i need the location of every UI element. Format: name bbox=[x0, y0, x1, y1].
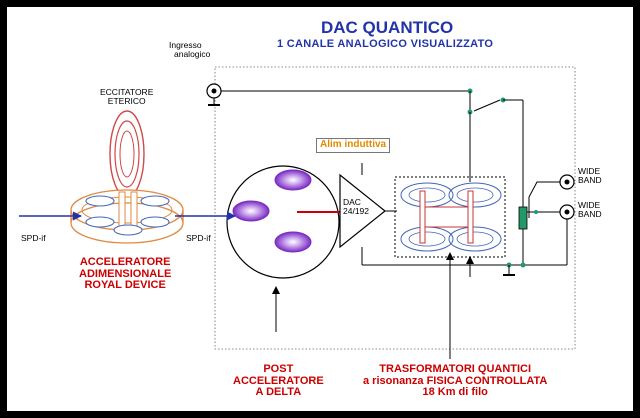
alim-induttiva-label: Alim induttiva bbox=[316, 138, 391, 153]
accelerator-label-line3: ROYAL DEVICE bbox=[84, 279, 166, 292]
analog-input-label-line1: Ingresso bbox=[169, 40, 202, 50]
spdif-input-label: SPD-if bbox=[21, 233, 46, 243]
analog-input-label: Ingresso analogico bbox=[169, 41, 210, 59]
wide-band-wire-1 bbox=[528, 181, 560, 218]
wide-band-label-1-line1: WIDE bbox=[578, 166, 601, 176]
post-accelerator-label-line2: ACCELERATORE bbox=[233, 374, 324, 387]
quantum-transformers bbox=[400, 182, 502, 252]
selector-switch bbox=[473, 97, 524, 207]
dac-block bbox=[339, 173, 386, 249]
post-accelerator-label-line1: POST bbox=[263, 363, 294, 375]
wide-band-label-1: WIDE BAND bbox=[578, 167, 602, 185]
wide-band-label-2: WIDE BAND bbox=[578, 201, 602, 219]
exciter-label: ECCITATORE ETERICO bbox=[100, 88, 153, 106]
accelerator-device bbox=[70, 189, 184, 244]
post-accelerator-label-line3: A DELTA bbox=[255, 386, 302, 399]
accelerator-label: ACCELERATORE ADIMENSIONALE ROYAL DEVICE bbox=[79, 256, 172, 292]
accelerator-label-line1: ACCELERATORE bbox=[79, 256, 171, 268]
wide-band-label-2-line1: WIDE bbox=[578, 200, 601, 210]
dac-label-line1: DAC bbox=[343, 197, 361, 207]
wide-band-label-1-line2: BAND bbox=[578, 174, 602, 185]
exciter-label-line1: ECCITATORE bbox=[100, 87, 154, 97]
etheric-exciter bbox=[109, 110, 145, 198]
wide-band-jack-2 bbox=[559, 204, 575, 220]
node-dot bbox=[534, 210, 538, 214]
analog-input-label-line2: analogico bbox=[174, 48, 211, 59]
post-accelerator-label: POST ACCELERATORE A DELTA bbox=[233, 363, 324, 399]
dac-label: DAC 24/192 bbox=[343, 198, 369, 216]
exciter-label-line2: ETERICO bbox=[107, 95, 146, 106]
wide-band-label-2-line2: BAND bbox=[578, 208, 602, 219]
transformer-label: TRASFORMATORI QUANTICI a risonanza FISIC… bbox=[363, 363, 548, 399]
diagram-canvas bbox=[19, 66, 576, 359]
transformer-label-line3: 18 Km di filo bbox=[422, 386, 488, 399]
diagram-frame: DAC QUANTICO 1 CANALE ANALOGICO VISUALIZ… bbox=[7, 7, 633, 411]
wide-band-jack-1 bbox=[559, 174, 575, 190]
transformer-label-line1: TRASFORMATORI QUANTICI bbox=[379, 363, 532, 375]
diagram-subtitle: 1 CANALE ANALOGICO VISUALIZZATO bbox=[277, 38, 494, 50]
diagram-title: DAC QUANTICO bbox=[321, 18, 454, 37]
volume-element bbox=[518, 206, 528, 230]
post-accelerator bbox=[226, 165, 340, 279]
dac-label-line2: 24/192 bbox=[343, 205, 369, 216]
transformer-label-line2: a risonanza FISICA CONTROLLATA bbox=[363, 374, 548, 387]
spdif-mid-label: SPD-if bbox=[186, 233, 211, 243]
node-dot bbox=[520, 262, 526, 268]
analog-input-jack bbox=[206, 83, 222, 106]
device-enclosure bbox=[214, 66, 576, 350]
accelerator-label-line2: ADIMENSIONALE bbox=[79, 267, 172, 280]
